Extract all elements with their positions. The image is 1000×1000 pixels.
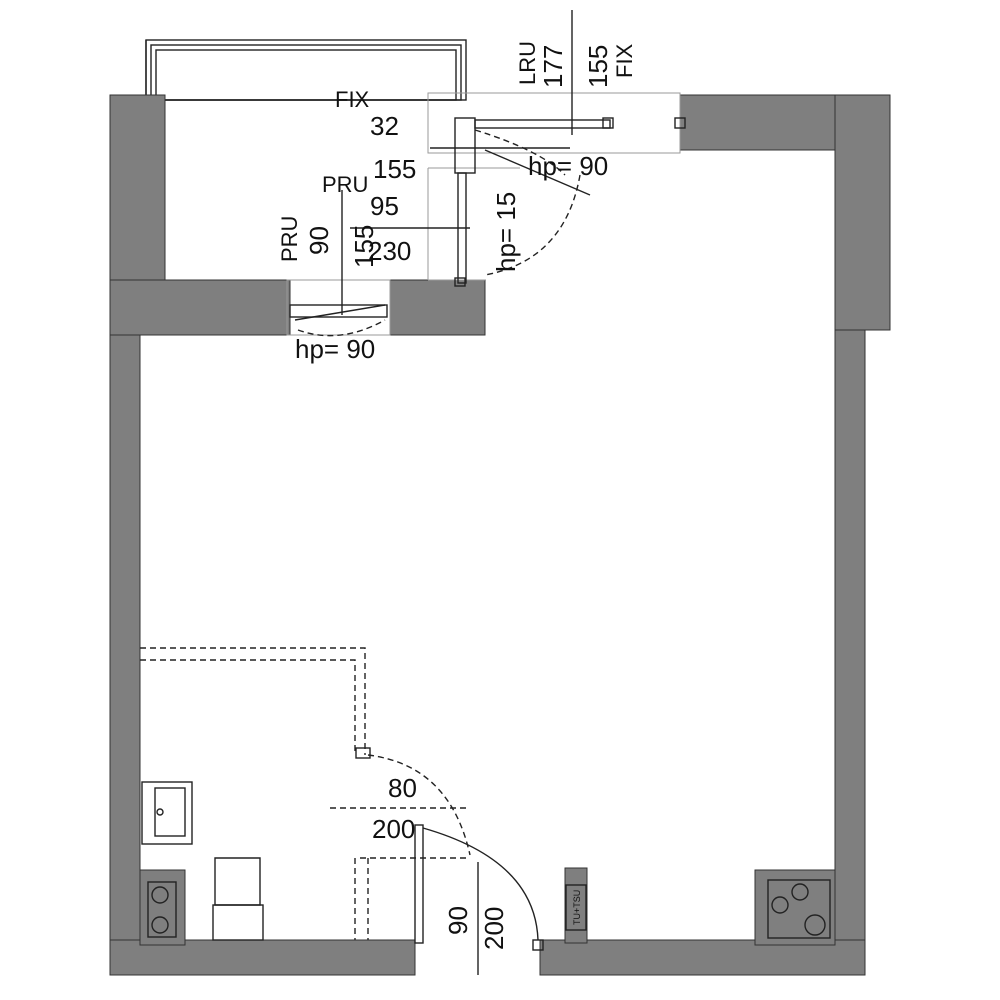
shaft-left-icon	[147, 881, 177, 938]
entry-door	[414, 824, 544, 975]
pru-upper-type-label: PRU	[322, 172, 368, 197]
shaft-tag-label: TU+TSU	[572, 890, 582, 925]
lru-door-fix-label: FIX	[612, 43, 637, 78]
balcony-railing	[145, 39, 467, 101]
room-pru-width: 90	[304, 226, 334, 255]
room-window-hp-label: hp= 90	[295, 334, 375, 364]
entry-door-width: 90	[443, 906, 473, 935]
bathroom-door-width: 80	[388, 773, 417, 803]
balcony-door-frame	[427, 92, 686, 287]
shaft-tag-box	[565, 884, 587, 931]
balcony-door-hp-label: hp= 90	[528, 151, 608, 181]
room-window-frame	[286, 279, 391, 337]
fix-window-type-label: FIX	[335, 87, 370, 112]
room-pru-height: 155	[349, 225, 379, 268]
balcony-side-hp-label: hp= 15	[491, 192, 521, 272]
dimension-lines	[330, 10, 573, 809]
entry-door-height: 200	[479, 907, 509, 950]
fix-window-width: 32	[370, 111, 399, 141]
lru-door-type-label: LRU	[515, 41, 540, 85]
lru-door-height: 155	[583, 45, 613, 88]
sink-icon	[141, 781, 193, 845]
lru-door-width: 177	[538, 45, 568, 88]
pru-upper-height: 230	[368, 236, 411, 266]
fix-window-height: 155	[373, 154, 416, 184]
toilet-icon	[212, 857, 264, 941]
pru-upper-width: 95	[370, 191, 399, 221]
shaft-right-icon	[767, 879, 831, 939]
bathroom-partition	[140, 647, 471, 940]
room-pru-type-label: PRU	[277, 216, 302, 262]
bathroom-door-height: 200	[372, 814, 415, 844]
